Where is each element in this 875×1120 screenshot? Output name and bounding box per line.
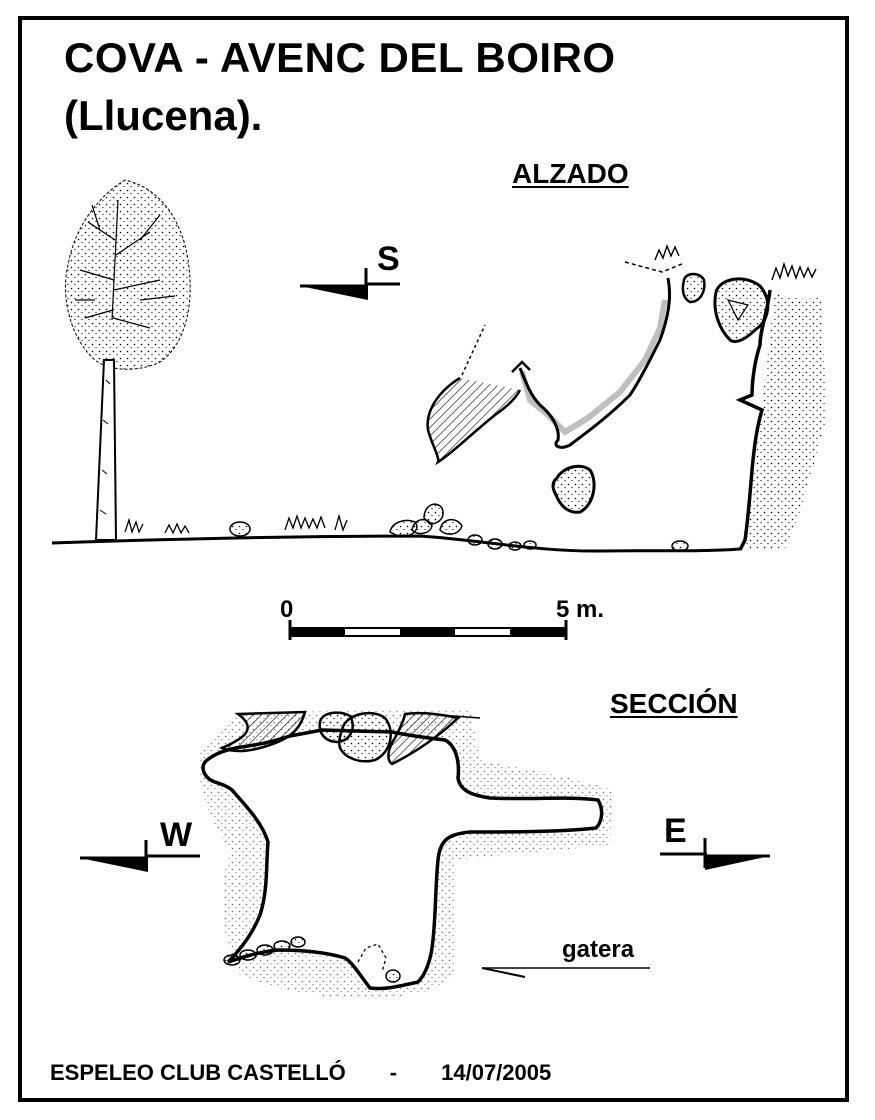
west-label: W xyxy=(160,816,193,854)
map-frame xyxy=(18,16,849,1102)
scale-bar xyxy=(288,620,568,640)
footer-credit: ESPELEO CLUB CASTELLÓ - 14/07/2005 xyxy=(50,1060,551,1086)
survey-date: 14/07/2005 xyxy=(441,1060,552,1085)
section-heading: SECCIÓN xyxy=(610,688,738,719)
east-label: E xyxy=(664,812,687,850)
scale-start-label: 0 xyxy=(280,596,294,623)
east-direction-marker xyxy=(660,838,770,870)
footer-separator: - xyxy=(389,1060,398,1085)
cave-location: (Llucena). xyxy=(64,92,263,139)
elevation-heading: ALZADO xyxy=(512,158,629,189)
tree-drawing xyxy=(65,179,191,541)
south-direction-marker xyxy=(300,268,400,300)
elevation-profile xyxy=(51,243,826,553)
cave-title: COVA - AVENC DEL BOIRO xyxy=(64,34,616,81)
gatera-label: gatera xyxy=(562,936,635,963)
scale-end-label: 5 m. xyxy=(556,596,605,623)
cross-section xyxy=(199,710,650,999)
south-label: S xyxy=(377,240,400,278)
west-direction-marker xyxy=(80,840,200,872)
club-name: ESPELEO CLUB CASTELLÓ xyxy=(50,1060,346,1085)
